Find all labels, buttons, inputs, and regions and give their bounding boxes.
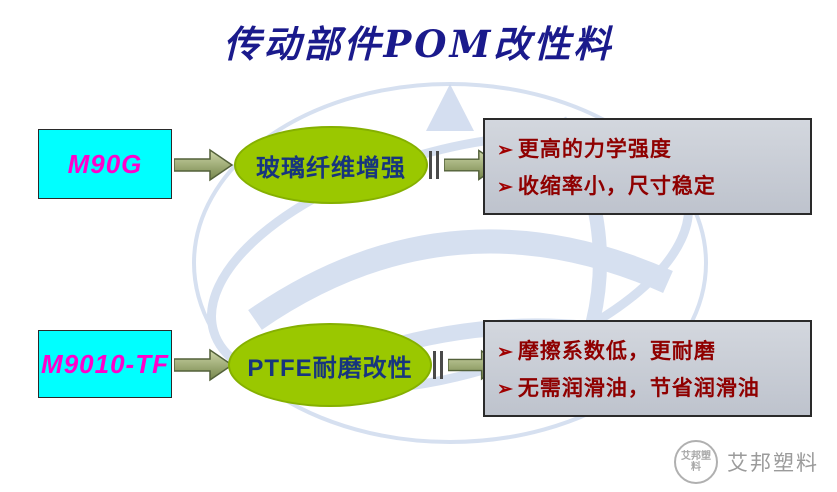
- material-box-m9010-tf: M9010-TF: [38, 330, 172, 398]
- arrow-bullet-icon: ➢: [497, 342, 513, 363]
- benefits-box-ptfe: ➢ 摩擦系数低，更耐磨 ➢ 无需润滑油，节省润滑油: [483, 320, 812, 417]
- arrow-bullet-icon: ➢: [497, 379, 513, 400]
- benefits-box-glass-fiber: ➢ 更高的力学强度 ➢ 收缩率小，尺寸稳定: [483, 118, 812, 215]
- brand-watermark: 艾邦塑料 艾邦塑料: [674, 440, 819, 484]
- benefit-text: 更高的力学强度: [517, 138, 672, 161]
- material-label: M9010-TF: [41, 348, 169, 379]
- watermark-triangle: [426, 84, 474, 131]
- benefit-item: ➢ 摩擦系数低，更耐磨: [497, 335, 798, 365]
- brand-logo-icon: 艾邦塑料: [674, 440, 718, 484]
- benefit-item: ➢ 收缩率小，尺寸稳定: [497, 170, 798, 200]
- benefit-text: 摩擦系数低，更耐磨: [517, 340, 716, 363]
- process-ellipse-ptfe: PTFE耐磨改性: [228, 323, 432, 407]
- material-box-m90g: M90G: [38, 129, 172, 199]
- process-label: PTFE耐磨改性: [247, 354, 413, 382]
- connector-stripes-icon: [429, 151, 442, 179]
- material-label: M90G: [67, 148, 143, 179]
- brand-watermark-text: 艾邦塑料: [727, 452, 819, 475]
- block-arrow-icon: [174, 148, 234, 182]
- benefit-item: ➢ 更高的力学强度: [497, 133, 798, 163]
- connector-stripes-icon: [433, 351, 446, 379]
- block-arrow-icon: [174, 348, 234, 382]
- arrow-bullet-icon: ➢: [497, 177, 513, 198]
- page-title: 传动部件POM改性料: [223, 22, 614, 66]
- arrow-bullet-icon: ➢: [497, 140, 513, 161]
- benefit-item: ➢ 无需润滑油，节省润滑油: [497, 372, 798, 402]
- process-ellipse-glass-fiber: 玻璃纤维增强: [234, 126, 428, 204]
- benefit-text: 收缩率小，尺寸稳定: [517, 175, 716, 198]
- process-label: 玻璃纤维增强: [256, 154, 406, 182]
- benefit-text: 无需润滑油，节省润滑油: [517, 377, 760, 400]
